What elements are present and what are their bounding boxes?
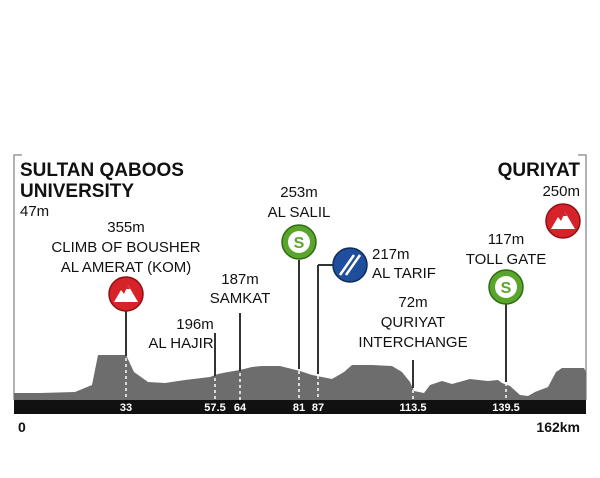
start-name-line1: SULTAN QABOOS (20, 160, 184, 181)
al-salil-altitude: 253m (280, 184, 318, 201)
start-name-line2: UNIVERSITY (20, 181, 134, 202)
al-tarif-altitude: 217m (372, 246, 410, 263)
finish-mountain-icon (545, 203, 581, 239)
start-altitude: 47m (20, 203, 49, 220)
axis-start-label: 0 (18, 419, 26, 435)
km-label: 87 (312, 402, 324, 414)
quriyat-interchange-name-line1: QURIYAT (381, 314, 445, 331)
svg-text:S: S (294, 235, 305, 252)
distance-bar (14, 400, 586, 414)
samkat-name: SAMKAT (210, 290, 271, 307)
km-label: 139.5 (492, 402, 520, 414)
km-label: 33 (120, 402, 132, 414)
svg-text:S: S (501, 280, 512, 297)
axis-end-label: 162km (536, 419, 580, 435)
sprint-s-icon: S (281, 224, 317, 260)
al-hajir-name: AL HAJIR (148, 335, 213, 352)
quriyat-interchange-name-line2: INTERCHANGE (358, 334, 467, 351)
toll-gate-altitude: 117m (488, 231, 524, 248)
feed-zone-slash-icon (332, 247, 368, 283)
km-label: 57.5 (204, 402, 225, 414)
kom-name-line2: AL AMERAT (KOM) (61, 259, 192, 276)
km-label: 81 (293, 402, 305, 414)
km-marker-ticks (125, 358, 507, 400)
mountain-icon (108, 276, 144, 312)
kom-altitude: 355m (107, 219, 145, 236)
finish-altitude: 250m (542, 183, 580, 200)
leader-lines (125, 260, 507, 388)
samkat-altitude: 187m (221, 271, 259, 288)
right-frame-bracket (578, 154, 587, 400)
left-frame-bracket (13, 154, 22, 400)
quriyat-interchange-altitude: 72m (398, 294, 427, 311)
al-hajir-altitude: 196m (176, 316, 214, 333)
al-tarif-name: AL TARIF (372, 265, 436, 282)
kom-name-line1: CLIMB OF BOUSHER (51, 239, 200, 256)
km-label: 113.5 (400, 402, 427, 414)
elevation-profile (14, 355, 586, 400)
al-salil-name: AL SALIL (268, 204, 331, 221)
finish-name: QURIYAT (498, 160, 581, 181)
km-label: 64 (234, 402, 247, 414)
toll-gate-name: TOLL GATE (466, 251, 547, 268)
sprint-s-icon: S (488, 269, 524, 305)
